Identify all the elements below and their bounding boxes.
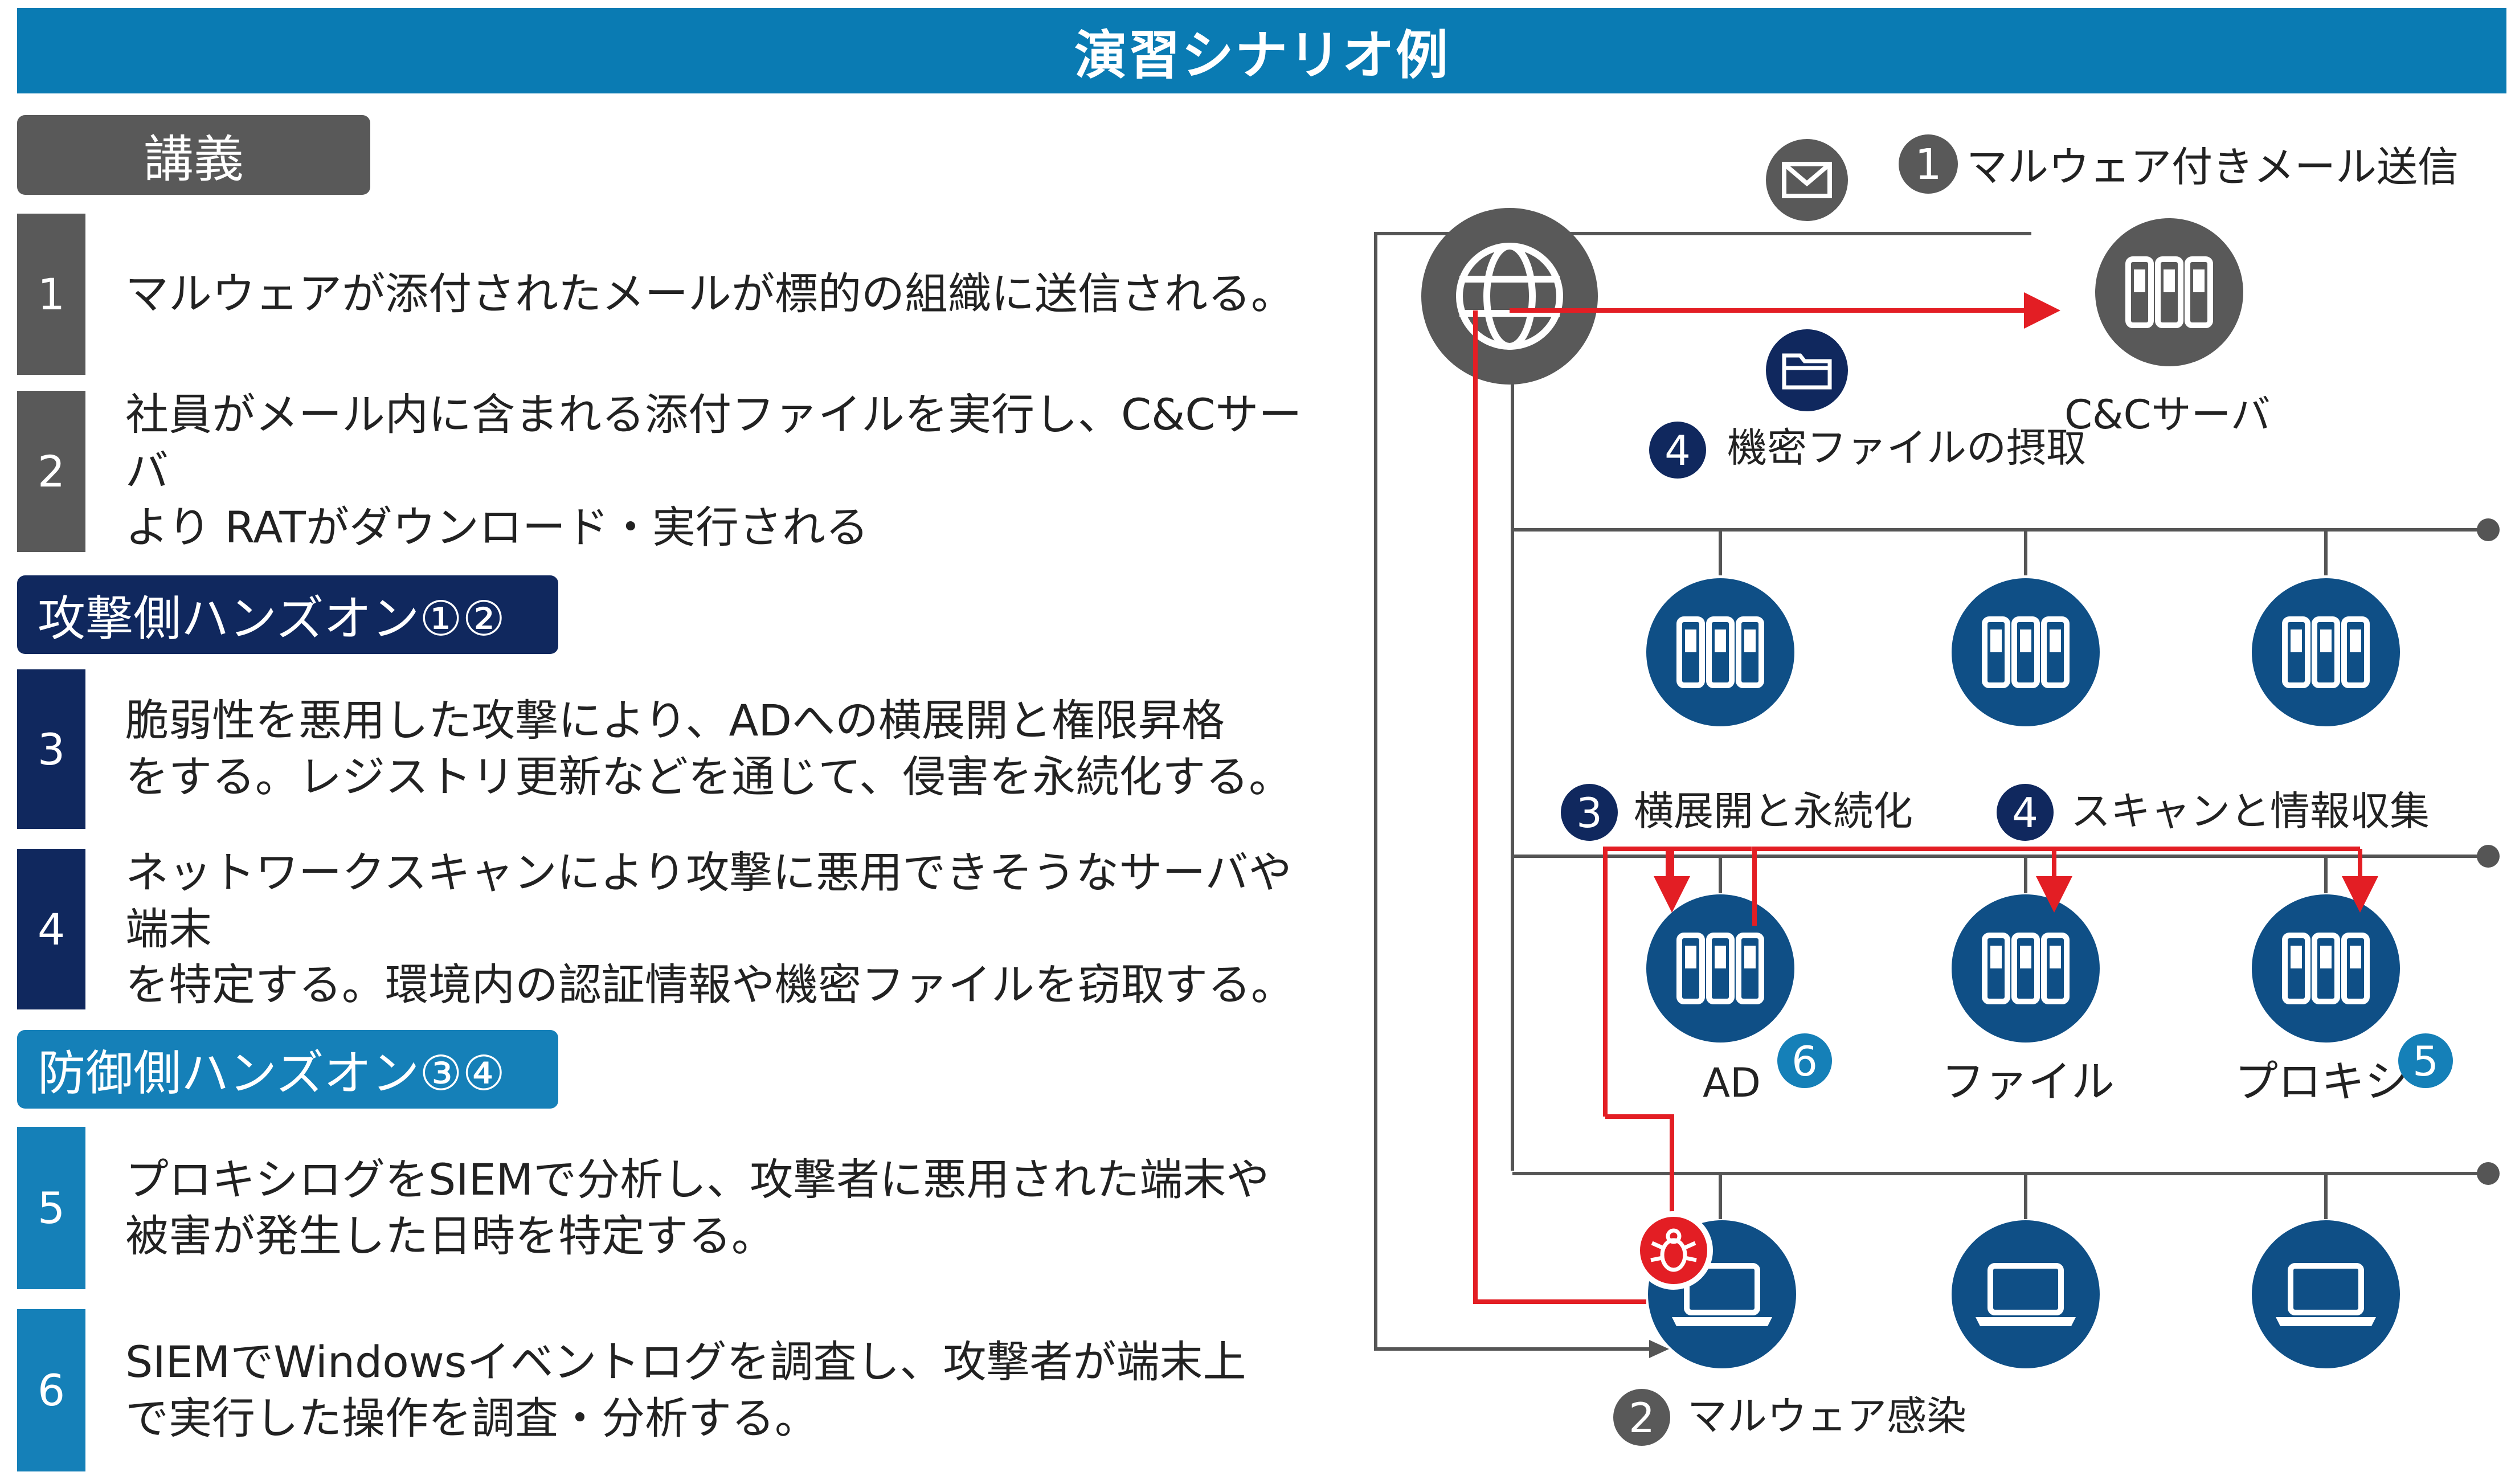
page-title: 演習シナリオ例	[17, 8, 2506, 93]
step-item-1: 1 マルウェアが添付されたメールが標的の組織に送信される。	[17, 214, 1299, 375]
network-lines	[1374, 232, 2487, 1351]
envelope-node	[1766, 139, 1848, 221]
ad-label: AD	[1703, 1060, 1761, 1106]
defense-badge-number: 6	[1792, 1037, 1818, 1085]
defense-badge	[2398, 1033, 2453, 1088]
malware-badge	[1634, 1211, 1713, 1290]
defense-badge	[1777, 1033, 1832, 1088]
diagram-step-number: 2	[1629, 1394, 1655, 1442]
diagram-step-number: 4	[1665, 427, 1691, 475]
step-number: 2	[17, 391, 85, 552]
cc-server-label: C&Cサーバ	[2064, 391, 2271, 438]
step-number: 1	[17, 214, 85, 375]
folder-node	[1766, 329, 1848, 411]
bug-return-path	[1605, 1114, 1674, 1225]
segment-end-dot	[2477, 1162, 2500, 1185]
diagram-step-badge	[1613, 1389, 1670, 1446]
diagram-step-label: マルウェア付きメール送信	[1966, 143, 2459, 191]
exfil-label: 機密ファイルの摂取	[1727, 424, 2086, 471]
internet-node	[1421, 208, 1598, 385]
step-number: 4	[17, 849, 85, 1009]
step-item-3: 3 脆弱性を悪用した攻撃により、ADへの横展開と権限昇格 をする。レジストリ更新…	[17, 669, 1299, 829]
defense-section-label: 防御側ハンズオン③④	[17, 1030, 558, 1109]
laptop-node	[2252, 1220, 2400, 1368]
folder-icon	[1782, 353, 1832, 390]
proxy-label: プロキシ	[2235, 1056, 2408, 1107]
laptop-node	[1952, 1220, 2100, 1368]
proxy-server-node	[2252, 894, 2400, 1043]
segment-end-dot	[2477, 518, 2500, 541]
step-number: 3	[17, 669, 85, 829]
scan-label: スキャンと情報収集	[2071, 788, 2430, 835]
file-label: ファイル	[1941, 1056, 2115, 1107]
step-text: ネットワークスキャンにより攻撃に悪用できそうなサーバや端末 を特定する。環境内の…	[125, 847, 1294, 1011]
step-text: プロキシログをSIEMで分析し、攻撃者に悪用された端末や 被害が発生した日時を特…	[125, 1154, 1270, 1261]
file-server-node	[1952, 894, 2100, 1043]
scan-path	[1752, 847, 2360, 926]
diagram-step-badge	[1997, 784, 2054, 841]
diagram-step-number: 1	[1915, 140, 1941, 189]
cc-server-node	[2095, 218, 2243, 366]
defense-badge-number: 5	[2412, 1037, 2439, 1085]
step-item-4: 4 ネットワークスキャンにより攻撃に悪用できそうなサーバや端末 を特定する。環境…	[17, 847, 1299, 1010]
ad-server-node	[1646, 894, 1794, 1043]
step-number: 5	[17, 1127, 85, 1289]
infection-path	[1473, 310, 1646, 1304]
globe-icon	[1456, 243, 1563, 350]
lateral-movement-label: 横展開と永続化	[1634, 788, 1913, 835]
attack-section-label: 攻撃側ハンズオン①②	[17, 575, 558, 654]
outer-wire	[1374, 232, 2031, 1351]
bug-icon	[1650, 1228, 1697, 1272]
step-text: マルウェアが添付されたメールが標的の組織に送信される。	[125, 268, 1294, 320]
step-item-6: 6 SIEMでWindowsイベントログを調査し、攻撃者が端末上 で実行した操作…	[17, 1309, 1299, 1471]
server-node	[2252, 578, 2400, 726]
outer-wire-arrowhead	[1649, 1340, 1669, 1358]
step-text: 脆弱性を悪用した攻撃により、ADへの横展開と権限昇格 をする。レジストリ更新など…	[125, 695, 1293, 802]
step-item-5: 5 プロキシログをSIEMで分析し、攻撃者に悪用された端末や 被害が発生した日時…	[17, 1127, 1299, 1289]
step-item-2: 2 社員がメール内に含まれる添付ファイルを実行し、C&Cサーバ より RATがダ…	[17, 389, 1302, 553]
step-text: SIEMでWindowsイベントログを調査し、攻撃者が端末上 で実行した操作を調…	[125, 1336, 1246, 1444]
envelope-icon	[1782, 162, 1832, 198]
server-node	[1646, 578, 1794, 726]
diagram-step-badge	[1649, 422, 1706, 479]
step-number: 6	[17, 1309, 85, 1471]
segment-end-dot	[2477, 845, 2500, 868]
attack-paths	[1473, 292, 2378, 1304]
infection-label: マルウェア感染	[1687, 1393, 1966, 1440]
diagram-step-badge	[1899, 134, 1958, 194]
diagram-step-number: 4	[2012, 789, 2038, 837]
lecture-section-label: 講義	[17, 115, 370, 195]
lateral-path-vertical	[1603, 847, 1668, 1117]
diagram-step-number: 3	[1576, 789, 1602, 837]
server-node	[1952, 578, 2100, 726]
step-text: 社員がメール内に含まれる添付ファイルを実行し、C&Cサーバ より RATがダウン…	[125, 389, 1302, 553]
diagram-step-badge	[1561, 784, 1618, 841]
